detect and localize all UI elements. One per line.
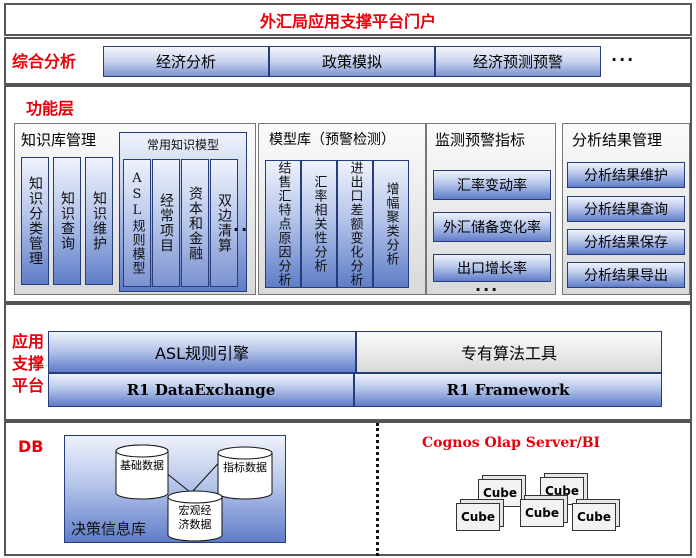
model-trade-balance: 进出口差额变化分析: [337, 160, 373, 288]
model-capital: 资本和金融: [181, 159, 209, 287]
index-data-cylinder: 指标数据: [217, 446, 273, 500]
results-title: 分析结果管理: [572, 131, 663, 149]
r1-framework: R1 Framework: [354, 373, 662, 407]
common-model-title: 常用知识模型: [146, 137, 219, 152]
support-label: 应用支撑平台: [12, 332, 45, 395]
knowledge-panel: 知识库管理 知识分类管理 知识查询 知识维护 常用知识模型 ASL规则模型 经常…: [14, 123, 256, 295]
analysis-label: 综合分析: [12, 52, 77, 71]
function-layer: 功能层 知识库管理 知识分类管理 知识查询 知识维护 常用知识模型 ASL规则模…: [4, 85, 692, 303]
function-label: 功能层: [26, 99, 75, 118]
monitor-reserve: 外汇储备变化率: [433, 212, 551, 242]
portal-title: 外汇局应用支撑平台门户: [259, 11, 436, 31]
common-model-more: ··: [233, 220, 250, 239]
monitor-more: ···: [475, 280, 500, 299]
results-save: 分析结果保存: [567, 229, 685, 255]
analysis-item-policy: 政策模拟: [269, 46, 435, 77]
model-lib-panel: 模型库（预警检测） 结售汇特点原因分析 汇率相关性分析 进出口差额变化分析 增幅…: [258, 123, 426, 295]
results-export: 分析结果导出: [567, 262, 685, 288]
analysis-item-forecast: 经济预测预警: [435, 46, 601, 77]
cube-icon: Cube: [456, 503, 500, 531]
monitor-export: 出口增长率: [433, 254, 551, 282]
analysis-more: ···: [611, 50, 636, 69]
cognos-label: Cognos Olap Server/BI: [422, 435, 601, 451]
model-fx-settlement: 结售汇特点原因分析: [265, 160, 301, 288]
cube-icon: Cube: [478, 479, 522, 507]
asl-engine: ASL规则引擎: [48, 331, 356, 373]
decision-db-box: 基础数据 指标数据 宏观经济数据 决策信息库: [64, 435, 286, 543]
support-layer: 应用支撑平台 ASL规则引擎 专有算法工具 R1 DataExchange R1…: [4, 303, 692, 421]
results-panel: 分析结果管理 分析结果维护 分析结果查询 分析结果保存 分析结果导出: [562, 123, 690, 295]
portal-title-box: 外汇局应用支撑平台门户: [4, 3, 692, 36]
monitor-panel: 监测预警指标 汇率变动率 外汇储备变化率 出口增长率 ···: [426, 123, 556, 299]
model-rate-correlation: 汇率相关性分析: [301, 160, 337, 288]
common-model-panel: 常用知识模型 ASL规则模型 经常项目 资本和金融 双边清算: [119, 132, 247, 292]
results-maintain: 分析结果维护: [567, 162, 685, 188]
knowledge-query: 知识查询: [53, 157, 81, 285]
algorithm-tools: 专有算法工具: [356, 331, 662, 373]
basic-data-cylinder: 基础数据: [115, 444, 169, 500]
cube-icon: Cube: [572, 503, 616, 531]
analysis-item-economic: 经济分析: [103, 46, 269, 77]
r1-dataexchange: R1 DataExchange: [48, 373, 354, 407]
results-query: 分析结果查询: [567, 196, 685, 222]
cube-icon: Cube: [520, 499, 564, 527]
db-layer: DB 基础数据 指标数据 宏观经济数据 决策信息库 Cognos Olap Se…: [4, 421, 692, 556]
knowledge-title: 知识库管理: [21, 131, 97, 149]
macro-data-cylinder: 宏观经济数据: [167, 490, 223, 542]
model-growth-cluster: 增幅聚类分析: [373, 160, 409, 288]
monitor-fx-rate: 汇率变动率: [433, 170, 551, 200]
knowledge-maintain: 知识维护: [85, 157, 113, 285]
knowledge-classify: 知识分类管理: [21, 157, 49, 285]
monitor-title: 监测预警指标: [435, 131, 526, 149]
model-current-account: 经常项目: [152, 159, 180, 287]
decision-db-label: 决策信息库: [71, 520, 147, 538]
model-lib-title: 模型库（预警检测）: [269, 132, 395, 148]
db-label: DB: [18, 437, 44, 456]
analysis-layer: 综合分析 经济分析 政策模拟 经济预测预警 ···: [4, 37, 692, 85]
db-divider: [376, 423, 379, 556]
model-bilateral: 双边清算: [210, 159, 238, 287]
model-asl: ASL规则模型: [123, 159, 151, 287]
